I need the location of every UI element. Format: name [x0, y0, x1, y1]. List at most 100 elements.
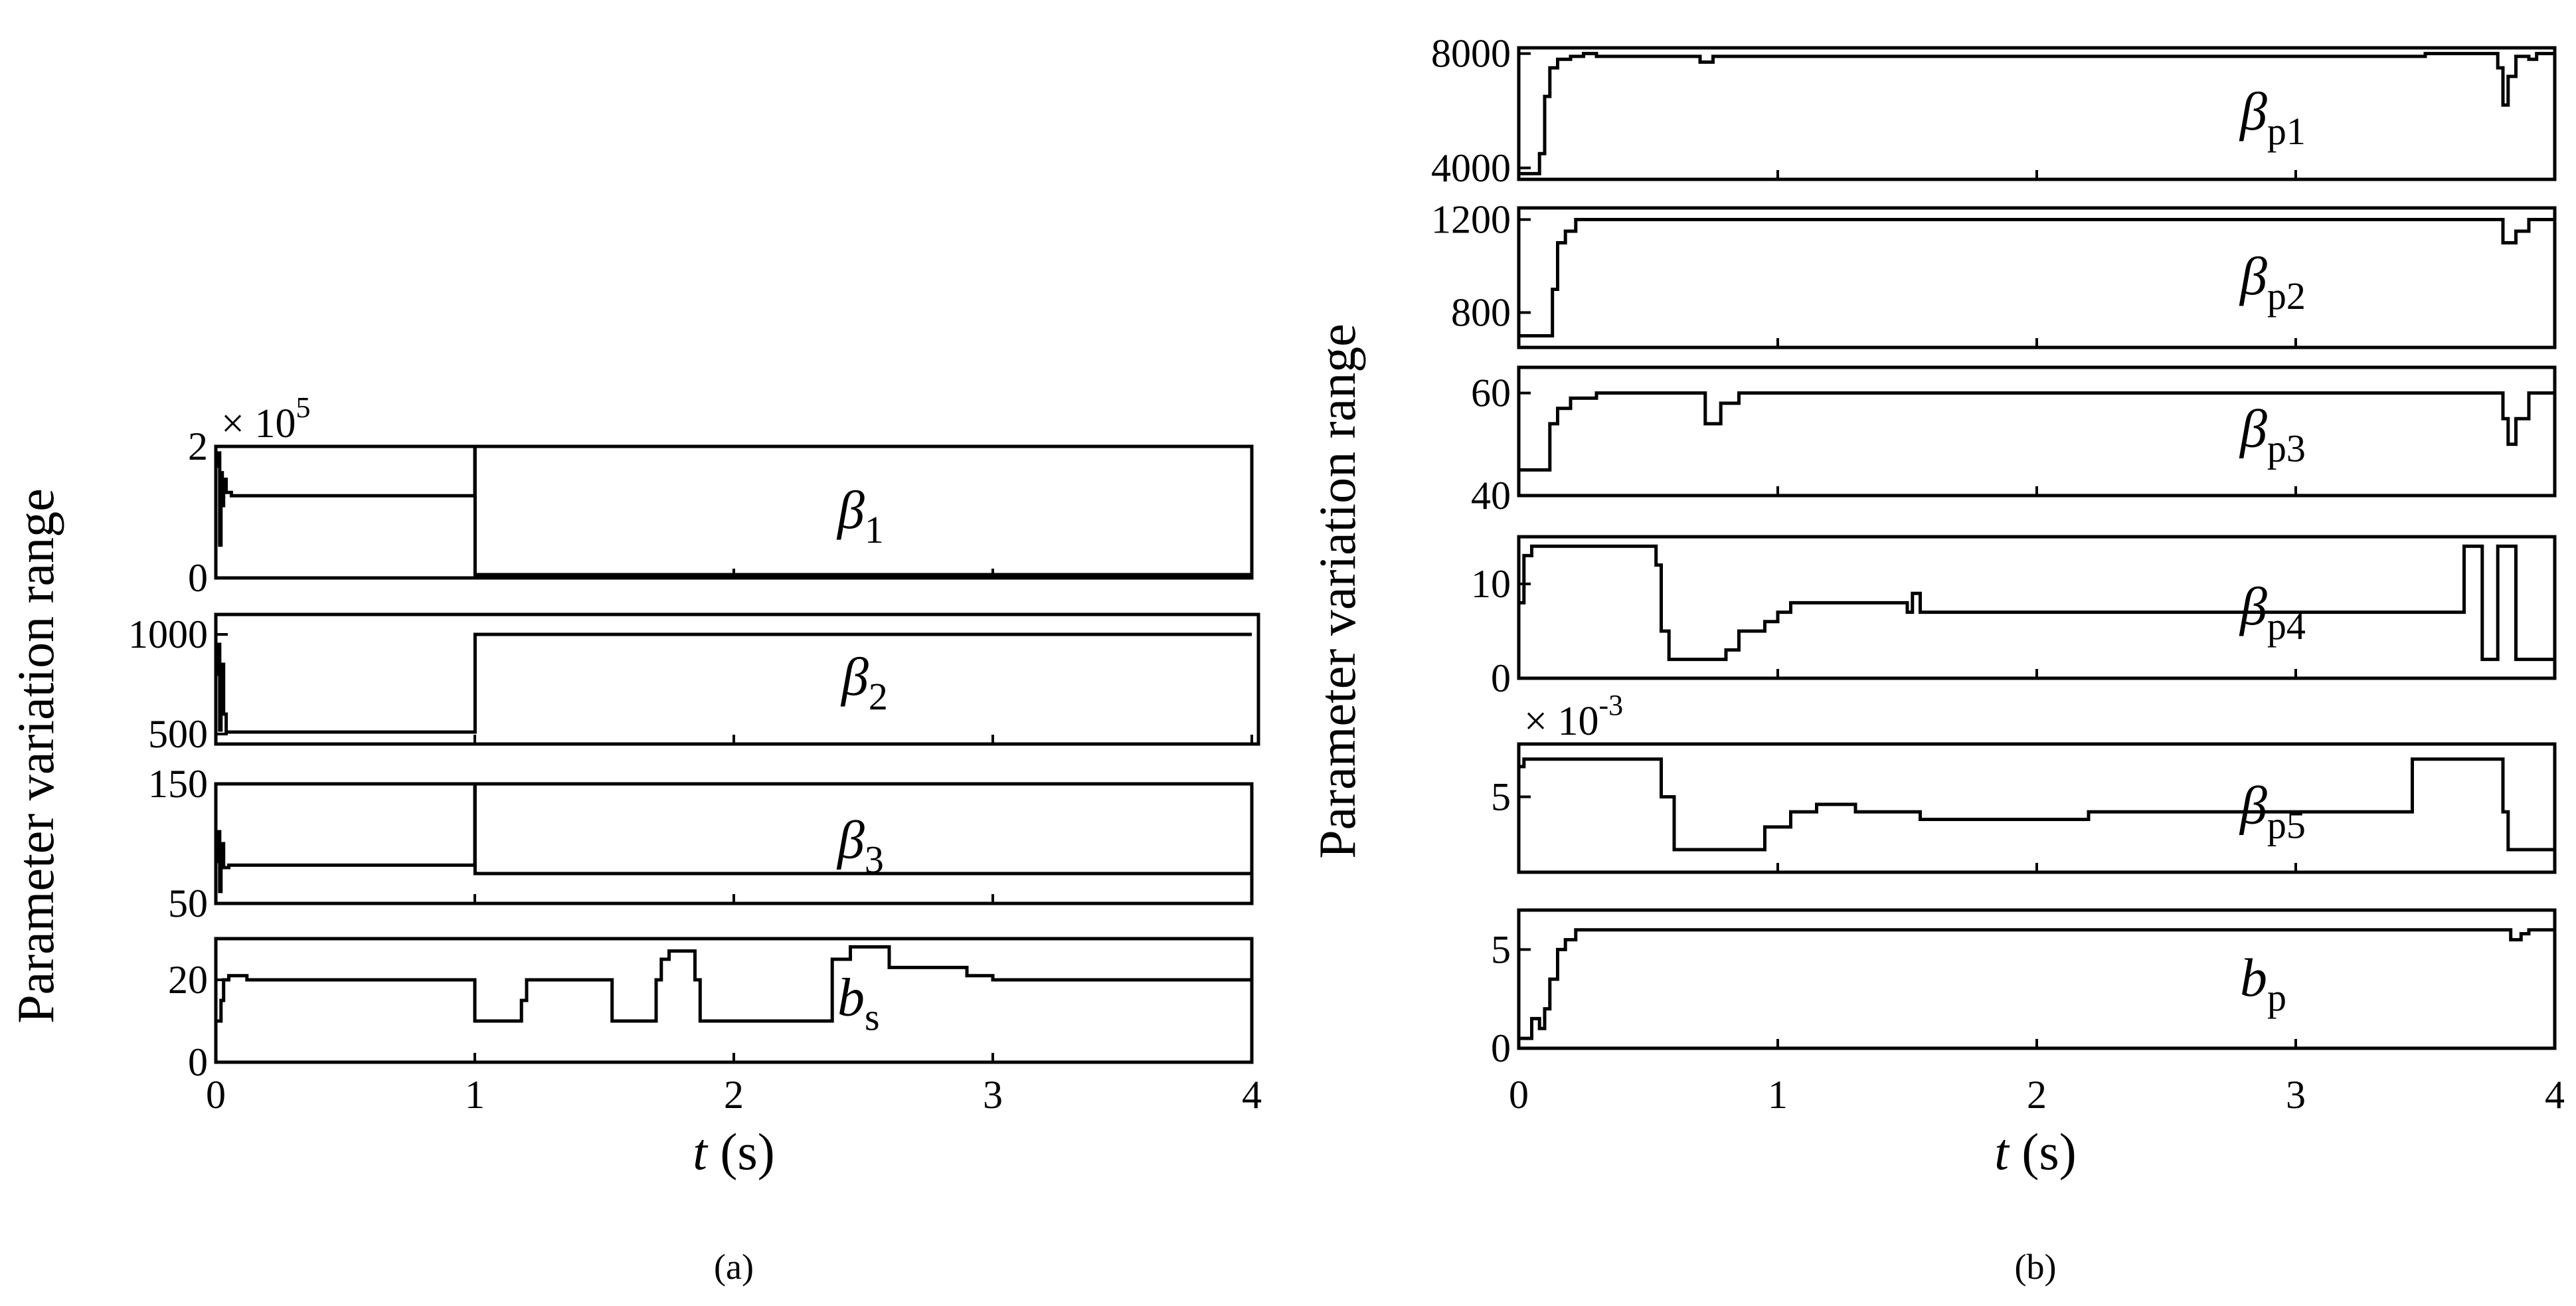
x-tick-label: 3 [2286, 1073, 2306, 1117]
y-tick-label: 20 [168, 958, 208, 1002]
series-label: βp4 [2239, 576, 2306, 648]
x-tick-label: 0 [206, 1073, 226, 1117]
series-label: bp [2240, 947, 2286, 1019]
series-label: βp3 [2239, 399, 2306, 470]
series-line [1519, 544, 2555, 662]
series-subscript: s [865, 995, 880, 1038]
series-symbol: β [2239, 399, 2267, 459]
series-symbol: β [836, 480, 865, 540]
series-line [1519, 928, 2555, 1040]
x-tick-label: 1 [1768, 1073, 1788, 1117]
y-tick-label: 0 [1491, 656, 1511, 700]
series-subscript: 2 [869, 675, 888, 718]
series-line [1519, 391, 2555, 472]
multiplier-exponent: -3 [1598, 689, 1623, 721]
y-tick-label: 5 [1491, 775, 1511, 818]
subplot-b-p: 0 5 bp [1491, 908, 2557, 1070]
multiplier-base: × 10 [1524, 699, 1598, 744]
series-subscript: p3 [2267, 427, 2306, 470]
series-line [1519, 757, 2555, 852]
series-line [216, 782, 1252, 893]
series-line [216, 945, 1252, 1023]
y-tick-label: 4000 [1431, 146, 1511, 190]
series-line [216, 632, 1252, 734]
x-axis-label: t (s) [693, 1123, 774, 1180]
x-tick-label: 2 [724, 1073, 744, 1117]
y-tick-label: 10 [1471, 562, 1511, 606]
x-tick-label: 2 [2027, 1073, 2047, 1117]
x-axis-variable: t [693, 1123, 709, 1180]
x-tick-label: 4 [1242, 1073, 1262, 1117]
axes-frame [1517, 535, 2557, 680]
subplot-beta-p5: 5 βp5 × 10-3 [1491, 689, 2557, 874]
series-subscript: p4 [2267, 605, 2306, 648]
y-tick-label: 1000 [128, 612, 208, 656]
x-axis-unit: (s) [707, 1123, 775, 1180]
multiplier-exponent: 5 [296, 391, 310, 424]
axes-frame [214, 782, 1254, 905]
y-tick-label: 2 [188, 424, 208, 468]
series-symbol: b [2240, 947, 2267, 1008]
subplot-beta-3: 50 150 β3 [148, 762, 1254, 925]
panel-caption: (b) [2015, 1247, 2057, 1287]
series-subscript: p [2267, 976, 2286, 1019]
axes-frame [1517, 365, 2557, 498]
x-tick-label: 4 [2545, 1073, 2565, 1117]
series-subscript: p5 [2267, 804, 2306, 847]
axes-frame [214, 612, 1260, 746]
y-tick-label: 500 [148, 712, 208, 756]
y-tick-label: 5 [1491, 927, 1511, 971]
y-tick-label: 0 [188, 1040, 208, 1084]
y-axis-label: Parameter variation range [1308, 324, 1366, 859]
y-tick-label: 60 [1471, 371, 1511, 415]
axes-frame [214, 937, 1254, 1064]
axes-frame [1517, 46, 2557, 181]
y-axis-label: Parameter variation range [7, 488, 64, 1024]
x-tick-label: 3 [983, 1073, 1003, 1117]
subplot-beta-p1: 4000 8000 βp1 [1431, 32, 2557, 190]
series-symbol: β [2239, 81, 2267, 141]
subplot-b-s: 0 20 bs [168, 937, 1254, 1084]
series-label: β1 [836, 480, 884, 551]
subplot-beta-p4: 0 10 βp4 [1471, 535, 2557, 700]
subplot-beta-1: 0 2 β1 × 105 [188, 391, 1254, 600]
series-subscript: p2 [2267, 274, 2306, 318]
y-tick-label: 0 [188, 556, 208, 600]
series-line [1519, 218, 2555, 337]
series-symbol: β [836, 810, 865, 870]
panel-caption: (a) [714, 1247, 754, 1287]
series-subscript: 1 [865, 508, 884, 551]
x-tick-label: 1 [465, 1073, 485, 1117]
series-subscript: p1 [2267, 110, 2306, 153]
subplot-beta-p2: 800 1200 βp2 [1431, 198, 2557, 349]
y-tick-label: 1200 [1431, 198, 1511, 242]
series-label: βp2 [2239, 246, 2306, 318]
series-symbol: β [2239, 576, 2267, 636]
x-axis-label: t (s) [1994, 1123, 2076, 1180]
series-label: β3 [836, 810, 884, 882]
series-line [1519, 52, 2555, 175]
series-symbol: β [2239, 775, 2267, 836]
y-tick-label: 800 [1451, 291, 1511, 335]
x-axis-unit: (s) [2009, 1123, 2077, 1180]
series-label: βp5 [2239, 775, 2306, 847]
y-tick-label: 8000 [1431, 32, 1511, 76]
axes-frame [214, 444, 1254, 580]
series-label: βp1 [2239, 81, 2306, 153]
y-tick-label: 40 [1471, 474, 1511, 517]
y-tick-label: 50 [168, 882, 208, 925]
subplot-beta-2: 500 1000 β2 [128, 612, 1260, 756]
axis-multiplier: × 105 [221, 391, 310, 446]
x-axis-variable: t [1994, 1123, 2010, 1180]
axes-frame [1517, 206, 2557, 349]
axis-multiplier: × 10-3 [1524, 689, 1623, 744]
y-tick-label: 0 [1491, 1026, 1511, 1070]
y-tick-label: 150 [148, 762, 208, 806]
series-symbol: β [840, 646, 869, 707]
series-symbol: b [837, 967, 865, 1027]
x-tick-label: 0 [1509, 1073, 1529, 1117]
series-subscript: 3 [865, 838, 884, 882]
